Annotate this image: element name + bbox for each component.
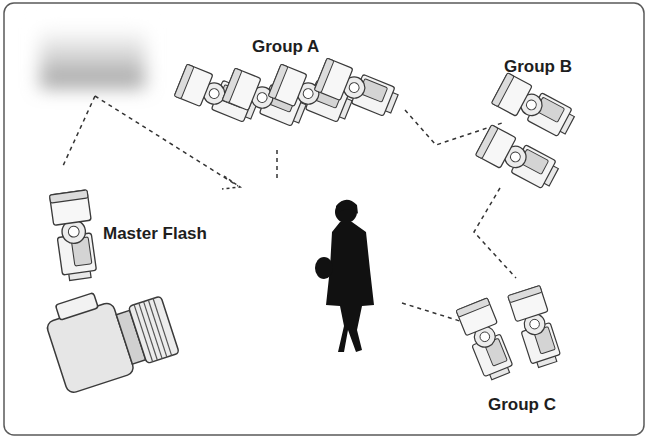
master-flash: [50, 190, 100, 282]
person-silhouette: [315, 200, 374, 352]
signal-lines: [62, 96, 516, 322]
group-label: Group C: [488, 396, 556, 415]
camera: [41, 273, 181, 394]
frame-border: [4, 3, 644, 435]
group-label: Master Flash: [103, 225, 207, 244]
arrow-head: [222, 176, 240, 189]
group-label: Group A: [252, 38, 319, 57]
group-label: Group B: [504, 58, 572, 77]
bounce-surface: [40, 28, 145, 88]
group-c-flashes: [456, 285, 564, 382]
group-b-flashes: [475, 73, 577, 193]
group-a-flashes: [174, 58, 401, 130]
